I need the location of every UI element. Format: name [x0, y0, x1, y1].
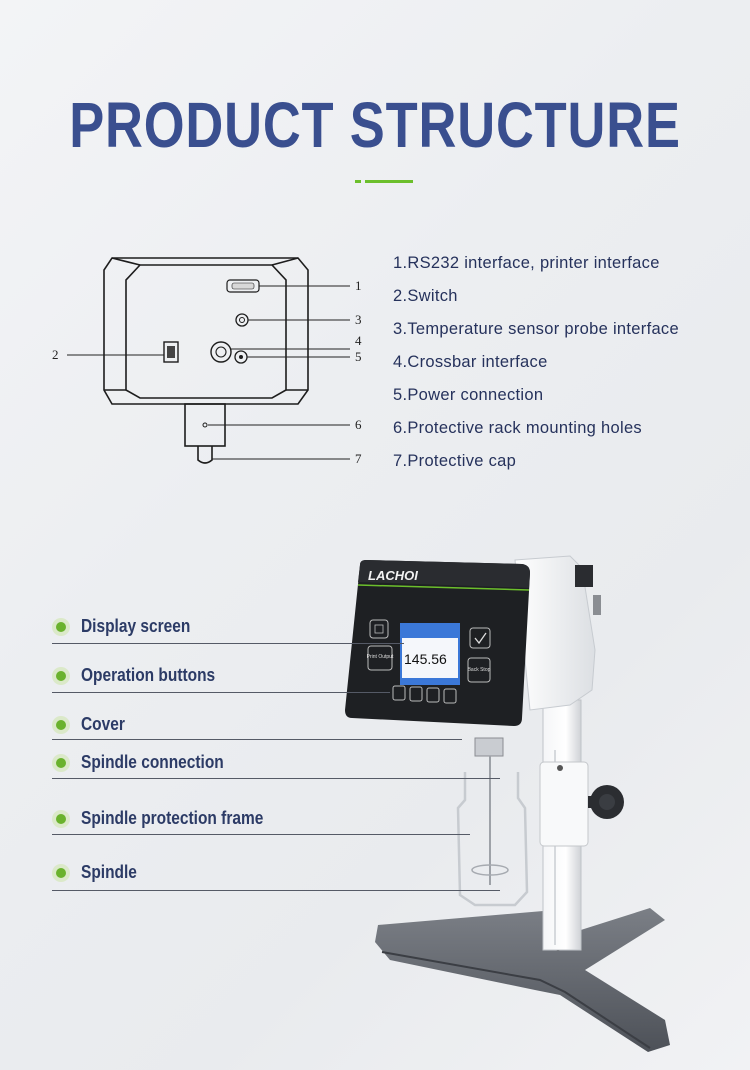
- legend-item: 3.Temperature sensor probe interface: [393, 320, 679, 338]
- feature-label: Spindle protection frame: [81, 808, 264, 828]
- bullet-icon: [52, 810, 70, 828]
- callout-7: 7: [355, 451, 362, 466]
- leader-line: [52, 778, 500, 779]
- stand-base: [375, 908, 670, 1052]
- spindle-assembly: [456, 737, 529, 907]
- legend-item: 5.Power connection: [393, 386, 544, 404]
- crossbar-clamp: [539, 761, 589, 847]
- legend-item: 7.Protective cap: [393, 452, 517, 470]
- legend-item: 6.Protective rack mounting holes: [393, 419, 642, 437]
- legend-item: 2.Switch: [393, 287, 458, 305]
- legend-item: 4.Crossbar interface: [393, 353, 548, 371]
- main-body: [514, 555, 601, 711]
- control-panel: LACHOI Print Output 145.56 Back Stop: [345, 560, 530, 726]
- feature-label: Spindle connection: [81, 752, 224, 772]
- feature-label: Display screen: [81, 616, 191, 636]
- callout-2: 2: [52, 347, 59, 362]
- bullet-icon: [52, 864, 70, 882]
- page-title: PRODUCT STRUCTURE: [69, 89, 681, 161]
- leader-line: [52, 692, 390, 693]
- title-divider: [355, 180, 413, 183]
- leader-line: [52, 834, 470, 835]
- bullet-icon: [52, 618, 70, 636]
- callout-5: 5: [355, 349, 362, 364]
- rear-panel-diagram: 1 2 3 4 5 6 7: [52, 257, 362, 466]
- back-stop-key: Back Stop: [468, 667, 491, 673]
- switch: [163, 341, 179, 363]
- print-output-key: Print Output: [367, 654, 394, 660]
- feature-label: Operation buttons: [81, 665, 216, 685]
- temp-sensor-port: [235, 313, 249, 327]
- crossbar-port: [210, 341, 232, 363]
- legend-list: 1.RS232 interface, printer interface 2.S…: [393, 250, 679, 481]
- callout-1: 1: [355, 278, 362, 293]
- legend-item: 1.RS232 interface, printer interface: [393, 254, 660, 272]
- callout-4: 4: [355, 333, 362, 348]
- leader-line: [52, 739, 462, 740]
- bullet-icon: [52, 754, 70, 772]
- lcd-readout: 145.56: [404, 651, 447, 667]
- bullet-icon: [52, 716, 70, 734]
- callout-6: 6: [355, 417, 362, 432]
- viscometer-illustration: LACHOI Print Output 145.56 Back Stop: [345, 555, 670, 1052]
- brand-logo: LACHOI: [368, 568, 418, 583]
- leader-line: [52, 890, 500, 891]
- bullet-icon: [52, 667, 70, 685]
- callout-3: 3: [355, 312, 362, 327]
- feature-label: Cover: [81, 714, 125, 734]
- feature-label: Spindle: [81, 862, 137, 882]
- clamp-knob: [588, 785, 624, 819]
- leader-line: [52, 643, 404, 644]
- rs232-port: [226, 279, 260, 293]
